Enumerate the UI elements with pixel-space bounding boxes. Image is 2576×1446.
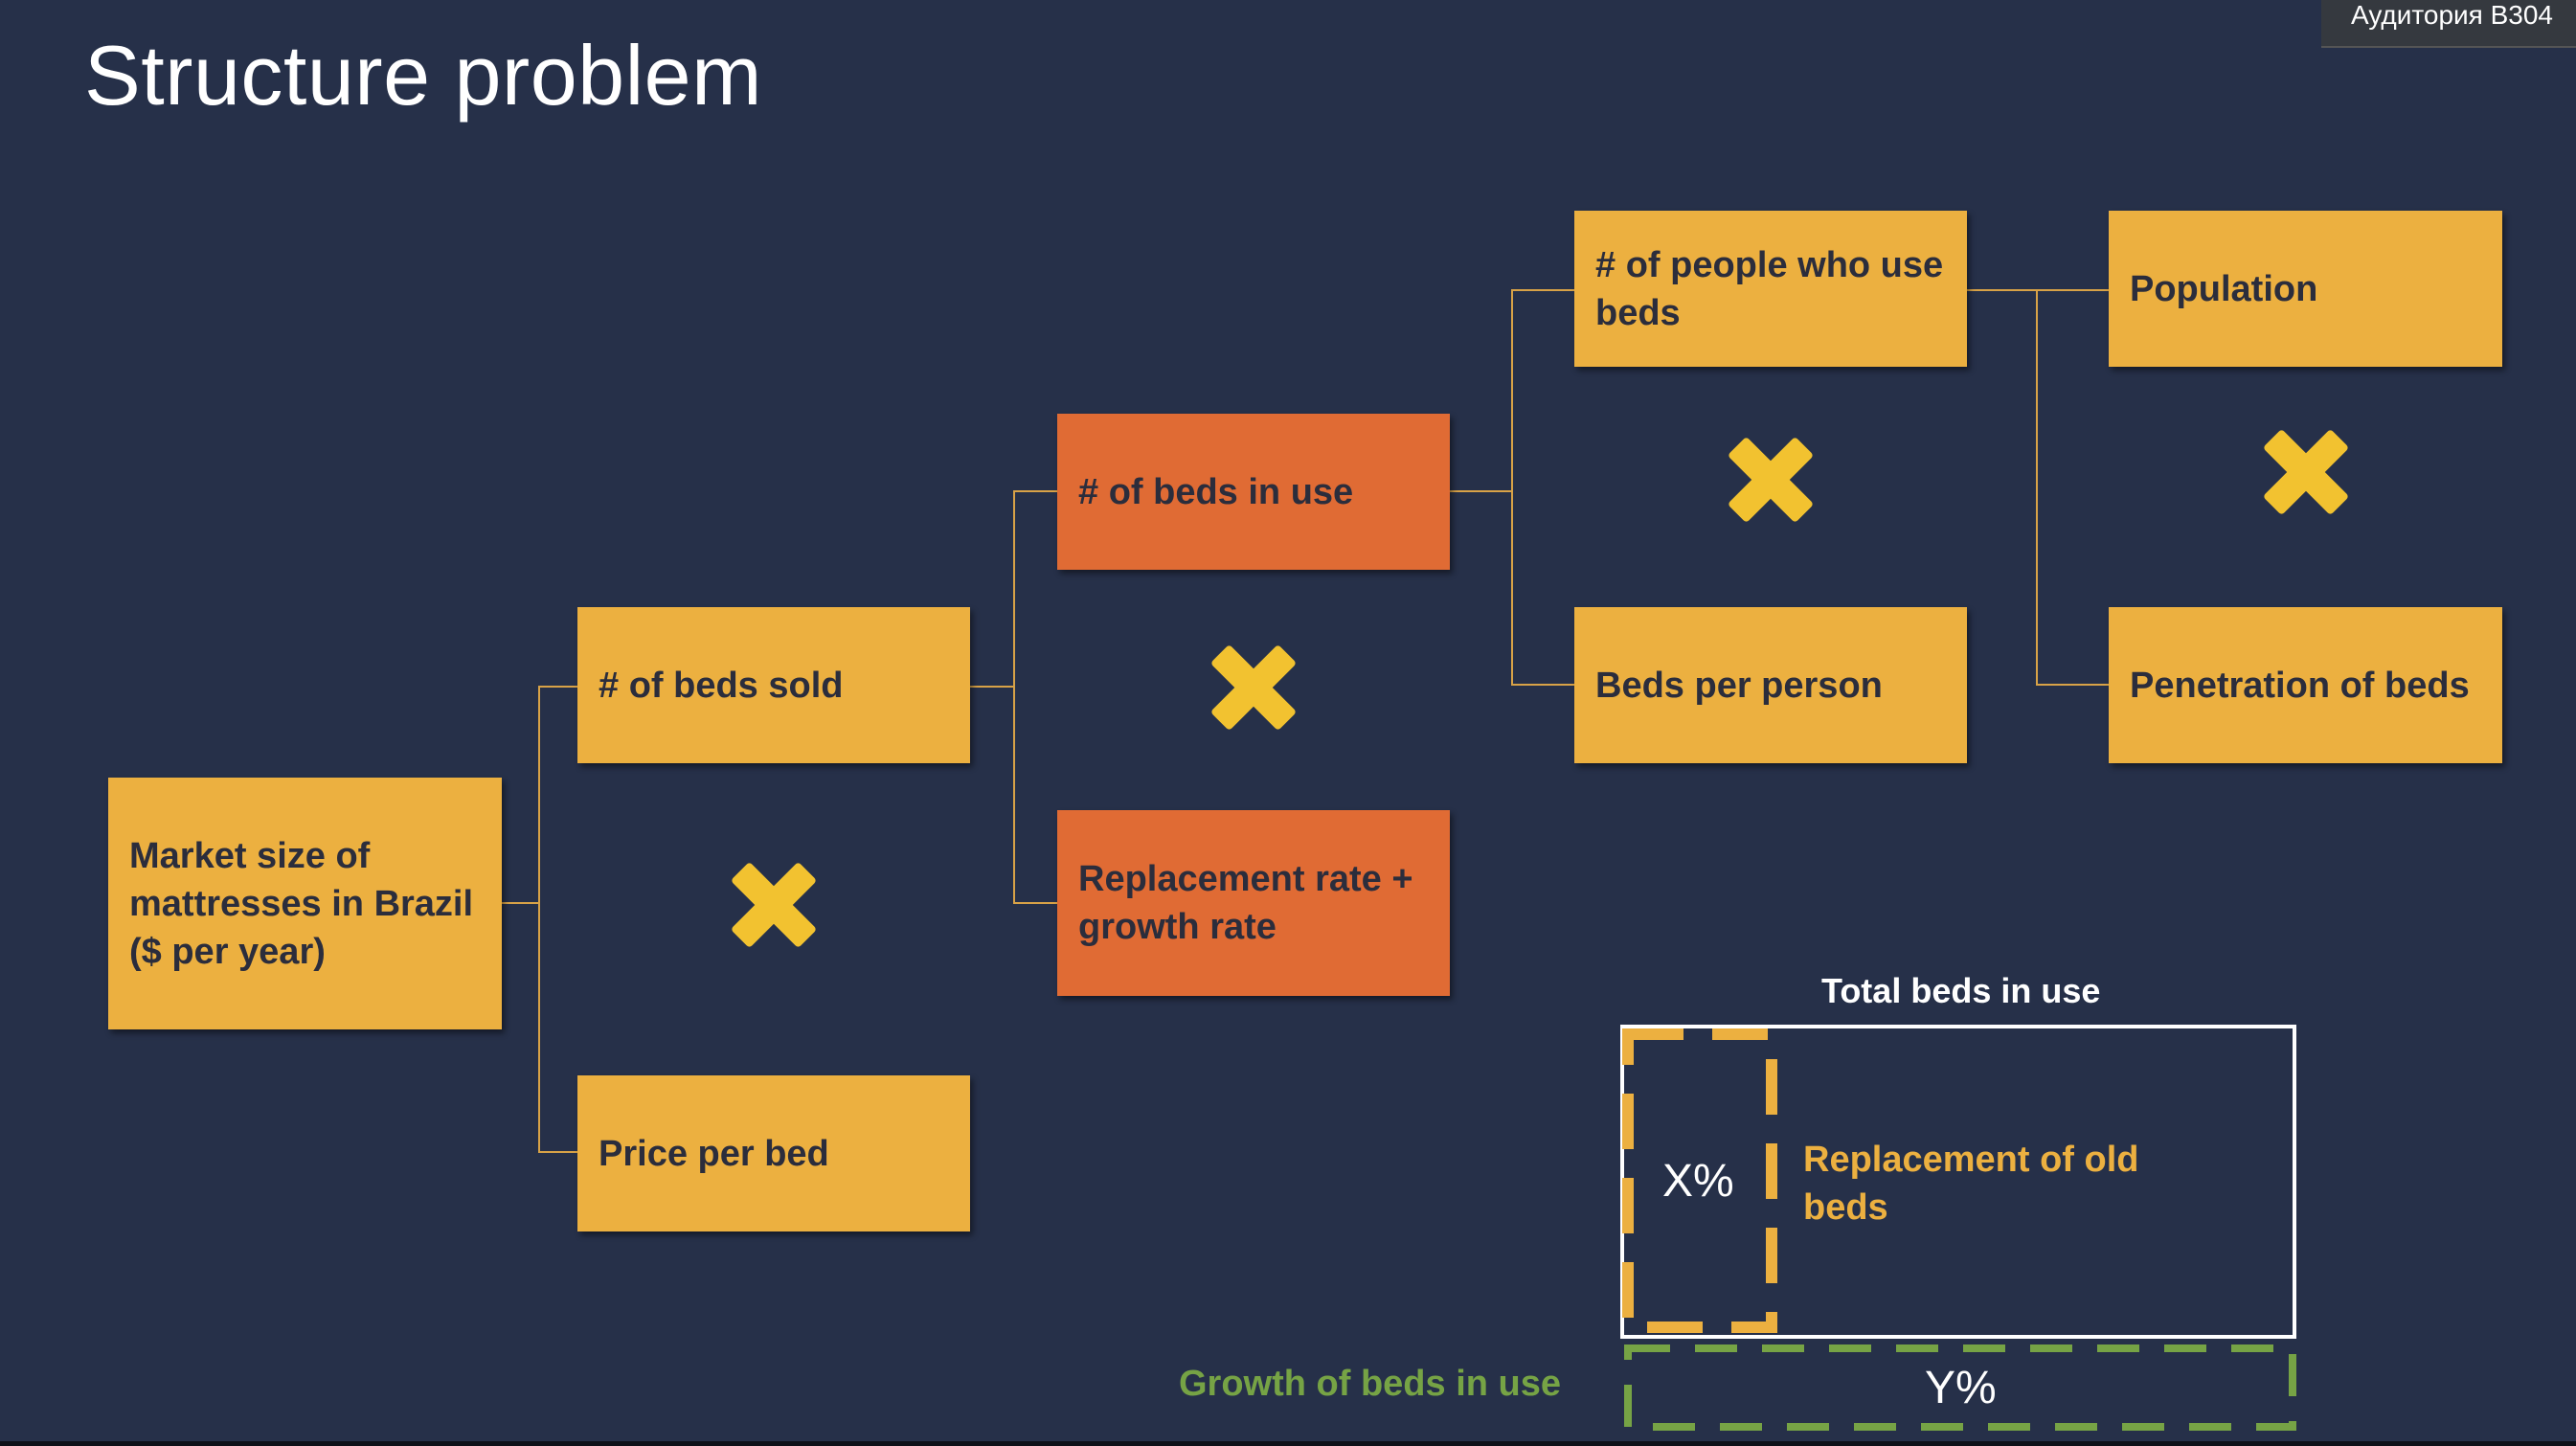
- video-thumbnail: Аудитория B304: [2321, 0, 2576, 48]
- connector: [2036, 684, 2109, 686]
- node-label: Penetration of beds: [2130, 665, 2470, 706]
- connector: [538, 686, 540, 1153]
- connector: [1013, 902, 1057, 904]
- connector: [1967, 289, 2109, 291]
- x-percent: X%: [1662, 1156, 1734, 1207]
- room-label: Аудитория B304: [2350, 0, 2553, 30]
- node-beds-sold: # of beds sold: [577, 607, 970, 763]
- replacement-label: Replacement of old beds: [1803, 1140, 2139, 1228]
- node-label: Beds per person: [1595, 665, 1883, 706]
- node-label: # of people who use beds: [1595, 244, 1944, 333]
- total-beds-label: Total beds in use: [1821, 971, 2101, 1010]
- node-price-per-bed: Price per bed: [577, 1075, 970, 1231]
- replacement-frame: [1622, 1028, 1777, 1333]
- multiply-icon: [732, 863, 816, 947]
- growth-label: Growth of beds in use: [1179, 1364, 1562, 1404]
- node-market-size: Market size of mattresses in Brazil ($ p…: [108, 778, 502, 1029]
- node-label: Market size of mattresses in Brazil ($ p…: [129, 835, 474, 972]
- connector: [1013, 490, 1057, 492]
- connector: [538, 686, 578, 688]
- node-population: Population: [2109, 211, 2502, 367]
- multiply-icon: [2264, 430, 2348, 514]
- connector: [1511, 289, 1574, 291]
- node-label: # of beds sold: [599, 665, 844, 706]
- connector: [1013, 490, 1015, 904]
- connector: [969, 686, 1015, 688]
- y-percent: Y%: [1925, 1363, 1997, 1413]
- connector: [1450, 490, 1513, 492]
- connector: [1511, 684, 1574, 686]
- node-beds-per-person: Beds per person: [1574, 607, 1967, 763]
- multiply-icon: [1211, 645, 1296, 730]
- connector: [2036, 289, 2038, 686]
- connector: [502, 902, 540, 904]
- connector: [538, 1151, 578, 1153]
- node-label: Replacement rate + growth rate: [1078, 859, 1413, 947]
- node-replacement-rate: Replacement rate + growth rate: [1057, 810, 1450, 996]
- multiply-icon: [1729, 438, 1813, 522]
- growth-frame: [1624, 1344, 2296, 1431]
- node-label: # of beds in use: [1078, 471, 1354, 512]
- node-penetration: Penetration of beds: [2109, 607, 2502, 763]
- bottom-strip: [0, 1441, 2576, 1446]
- slide-title: Structure problem: [84, 28, 762, 123]
- node-beds-in-use: # of beds in use: [1057, 414, 1450, 570]
- node-label: Population: [2130, 268, 2318, 309]
- node-label: Price per bed: [599, 1133, 829, 1174]
- node-people-use-beds: # of people who use beds: [1574, 211, 1967, 367]
- connector: [1511, 289, 1513, 686]
